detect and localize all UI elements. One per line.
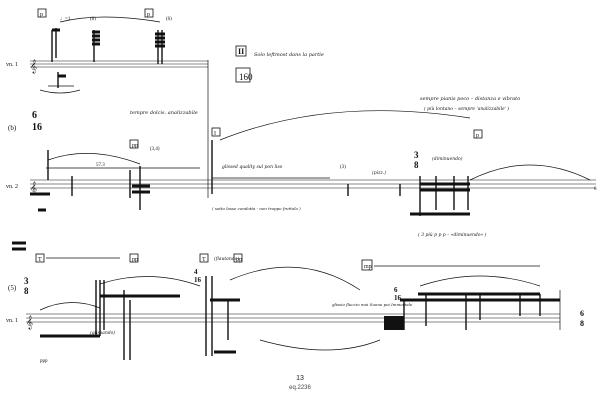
annotation: (6): [166, 17, 172, 22]
meter-top: 6: [32, 110, 37, 121]
rehearsal-box: [37, 8, 47, 18]
dynamic-mark: p: [147, 12, 150, 18]
meter-bottom: 8: [414, 160, 419, 170]
gliss-lower: (glissando): [90, 329, 115, 336]
rehearsal-box: [35, 253, 45, 263]
dynamic-mark: ppp: [40, 359, 48, 364]
diminuendo: (diminuendo): [432, 155, 463, 162]
rehearsal-box: [473, 129, 483, 139]
rehearsal-box: [144, 8, 154, 18]
tallo-note: ( sotto lasse condotta - non troppo fret…: [212, 206, 301, 211]
rehearsal-box: [129, 253, 139, 263]
sempre-direction: sempre pianis poco – distanza e vibrato: [420, 96, 520, 102]
dynamic-mark: pp: [236, 257, 242, 263]
vn1-notes: [39, 16, 165, 94]
sempre-paren: ( più lontano – sempre 'analizzabile' ): [424, 105, 509, 112]
upper-system: vn. 1 𝄞 p p ♩=1: [6, 8, 597, 238]
annotation: (3,4): [150, 147, 160, 152]
poco-direction: ( 3 più p p p – «diminuendo» ): [418, 231, 487, 238]
measure-number: 57.3: [96, 163, 105, 168]
tempo-mark: ♩=1: [60, 17, 71, 22]
rehearsal-box: [233, 253, 243, 263]
circle-mark: (5): [8, 284, 17, 292]
vn2-right-notes: [347, 164, 591, 216]
meter-top: 6: [580, 309, 584, 318]
meter-edge: 6: [594, 187, 597, 192]
meter-bottom: 16: [32, 122, 42, 133]
lower-direction: glissio fluccio mai Suono poi Immortale: [332, 302, 413, 307]
rehearsal-label: T: [38, 257, 42, 263]
section-direction: Solo leftmost dans la partie: [254, 52, 324, 58]
meter-bottom: 8: [24, 286, 29, 296]
dynamic-mark: mp: [364, 264, 372, 270]
circle-mark: (b): [8, 124, 17, 132]
meter-bottom: 16: [394, 294, 402, 302]
clef-vn1: 𝄞: [30, 59, 37, 73]
section-numeral: II: [238, 47, 244, 56]
rehearsal-box: [361, 259, 373, 271]
dynamic-mark: p: [476, 133, 479, 139]
vn2-notes: [47, 150, 150, 210]
dynamic-mark: pp: [132, 143, 138, 149]
tempo-box: [235, 67, 251, 83]
meter-top: 6: [394, 286, 398, 294]
vn2-label: vn. 2: [6, 184, 18, 190]
flautando: (flautando): [214, 255, 239, 262]
section-box: [235, 45, 247, 57]
meter-bottom: 16: [194, 276, 202, 284]
lower-notes: [39, 266, 541, 360]
lower-system: T pp T (flautando) pp (5) 3 8 4 16 vn. 1…: [6, 253, 584, 364]
rehearsal-label: I: [214, 131, 216, 137]
phrase-slur: [219, 110, 471, 141]
rehearsal-box: [199, 253, 209, 263]
meter-top: 3: [24, 276, 29, 286]
vn1-label-lower: vn. 1: [6, 318, 18, 324]
system-separator: [12, 241, 26, 251]
rehearsal-label: T: [202, 257, 206, 263]
gliss-direction: glissed quality sul pon liso: [222, 164, 283, 170]
meter-top: 3: [414, 150, 419, 160]
vn1-label: vn. 1: [6, 62, 18, 68]
rehearsal-box: [211, 127, 221, 137]
dynamic-mark: p: [40, 12, 43, 18]
tempo-value: 160: [239, 72, 253, 82]
annotation: (3): [340, 165, 346, 170]
pizz: (pizz.): [372, 169, 386, 176]
page-number: 13: [296, 375, 304, 382]
catalog-number: eq.2236: [289, 385, 311, 391]
dynamic-mark: pp: [132, 257, 138, 263]
rehearsal-box: [129, 139, 139, 149]
annotation: (8): [90, 17, 96, 22]
meter-bottom: 8: [580, 319, 584, 328]
vn1-direction: tempre dolcis. analizzabile: [130, 110, 198, 116]
meter-top: 4: [194, 268, 198, 276]
